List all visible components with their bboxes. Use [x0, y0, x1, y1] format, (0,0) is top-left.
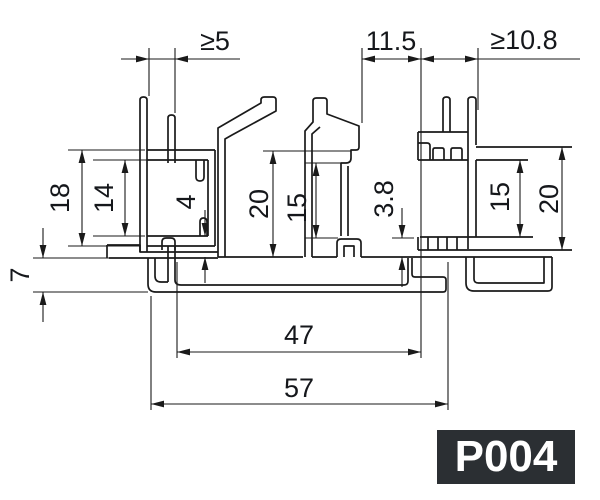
dim-label-mid-outer-height: 20: [244, 189, 274, 219]
dim-label-mid-inner-height: 15: [282, 193, 312, 223]
dim-label-overall-width: 57: [284, 373, 314, 403]
profile-outline: [106, 96, 572, 293]
dim-label-left-inner-height: 14: [89, 183, 119, 213]
dim-label-right-outer-height: 20: [534, 184, 564, 214]
dim-label-inner-width: 47: [284, 320, 314, 350]
dimension-lines: [39, 55, 580, 408]
dim-label-left-bottom-gap: 4: [171, 194, 201, 209]
extension-lines: [33, 48, 479, 410]
dimension-labels: ≥5 11.5 ≥10.8 18 14 7 4 20 15 3.8 15 20 …: [5, 25, 564, 403]
dim-label-right-clip-min: ≥10.8: [490, 25, 557, 55]
dim-label-base-thickness: 7: [5, 267, 35, 282]
dim-label-center-gap: 11.5: [366, 26, 417, 56]
dim-label-left-outer-height: 18: [45, 183, 75, 213]
part-number-text: P004: [454, 432, 558, 481]
dim-label-slot-min: ≥5: [200, 26, 230, 56]
dim-label-mid-bottom-gap: 3.8: [369, 180, 399, 218]
dim-label-right-inner-height: 15: [485, 182, 515, 212]
part-number-badge: P004: [437, 430, 575, 484]
